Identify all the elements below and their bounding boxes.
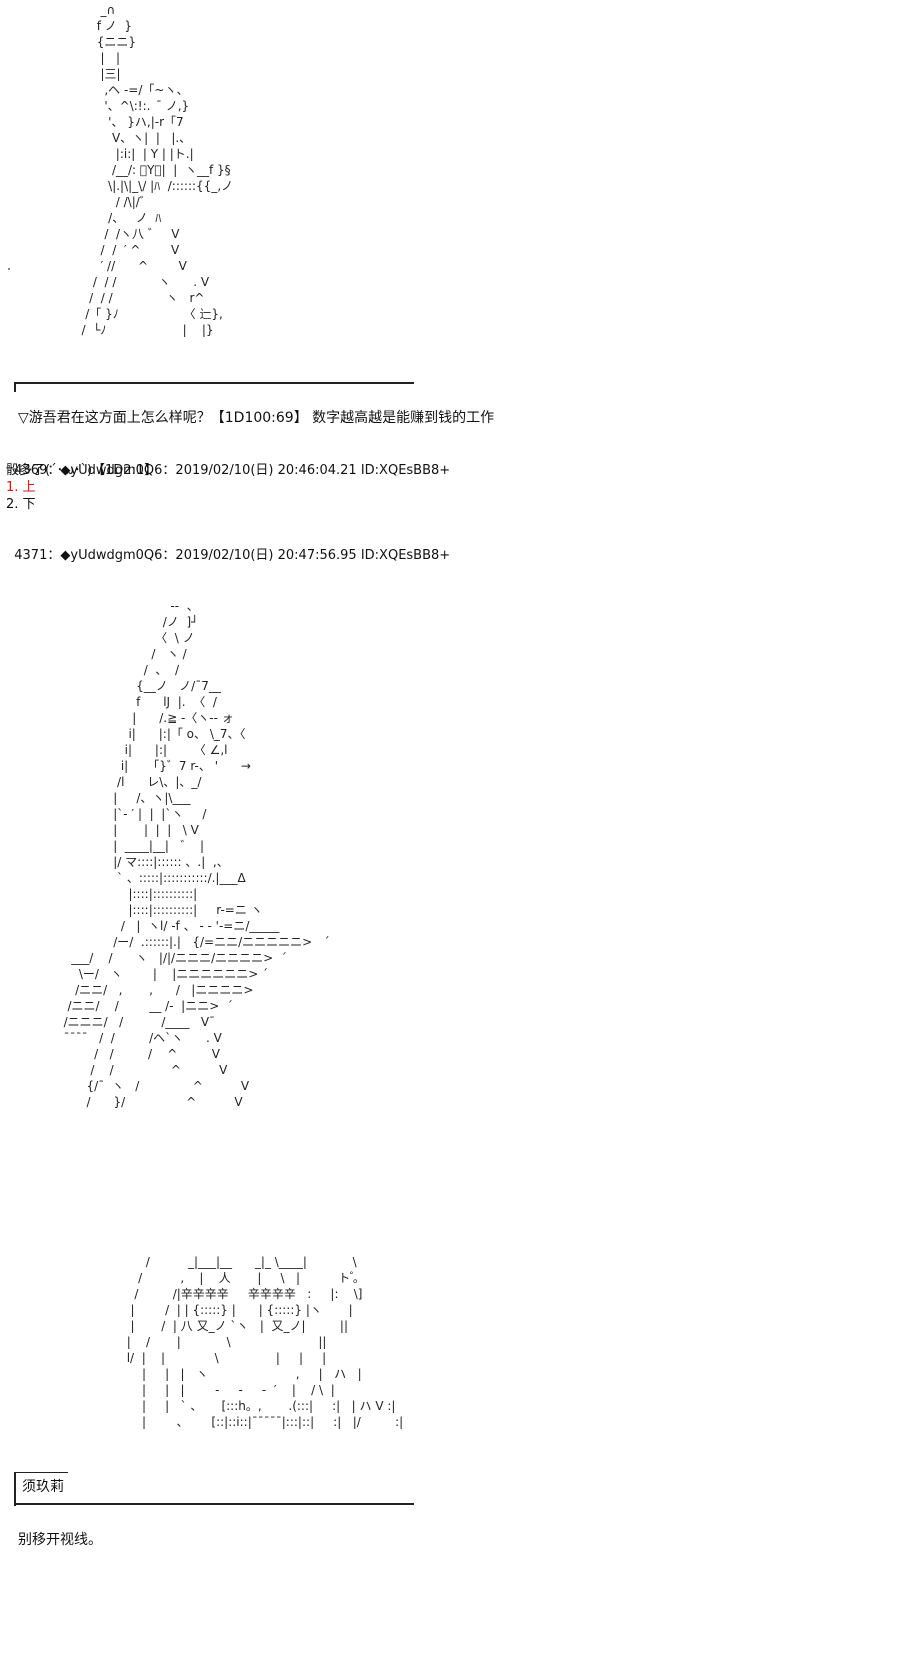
ascii-art-figure-bottom: / _|___|__ _|_ \____| \ / , | 人 | \ | ト … xyxy=(126,1255,404,1429)
post-separator: ： xyxy=(47,463,61,478)
poll-line: ▽游吾君在这方面上怎么样呢？【1D100:69】 数字越高越是能赚到钱的工作 xyxy=(18,410,495,426)
poster-id: ID:XQEsBB8+ xyxy=(360,548,451,563)
speech-bracket-rule xyxy=(14,382,414,384)
post-header-4371: 4371：◆yUdwdgm0Q6：2019/02/10(日) 20:47:56.… xyxy=(6,530,450,564)
poster-tripcode: ◆yUdwdgm0Q6 xyxy=(60,463,163,478)
speaker-box-top xyxy=(14,1472,68,1473)
option-1: 1. 上 xyxy=(6,480,36,495)
post-separator: ： xyxy=(47,548,61,563)
post-datetime: ：2019/02/10(日) 20:47:56.95 xyxy=(162,548,357,563)
post-number[interactable]: 4369 xyxy=(14,463,48,478)
speaker-box-left xyxy=(14,1472,16,1506)
post-number[interactable]: 4371 xyxy=(14,548,48,563)
ascii-art-figure-top: _∩ f ノ } {ニニ} | | |三| ,ヘ -=/「~ヽ、 '、^\:!:… xyxy=(81,3,234,337)
ascii-art-figure-middle: -- 、 /ノ ]┘ 〈 \ ノ / ヽ / / 、 / {__ノ ノ/¯7__… xyxy=(63,599,330,1109)
post-header-4369: 4369：◆yUdwdgm0Q6：2019/02/10(日) 20:46:04.… xyxy=(6,445,450,479)
speaker-box-bottom xyxy=(14,1503,414,1505)
speaker-name: 须玖莉 xyxy=(22,1479,64,1495)
dice-line: 骰多了(´･ω･`)【1D2:1】 xyxy=(6,463,158,478)
speech-bracket-tick xyxy=(14,382,16,392)
post-datetime: ：2019/02/10(日) 20:46:04.21 xyxy=(162,463,357,478)
option-2: 2. 下 xyxy=(6,497,36,512)
stray-dot xyxy=(8,268,10,270)
poster-id: ID:XQEsBB8+ xyxy=(360,463,451,478)
dialogue-line: 别移开视线。 xyxy=(18,1532,102,1548)
poster-tripcode: ◆yUdwdgm0Q6 xyxy=(60,548,163,563)
